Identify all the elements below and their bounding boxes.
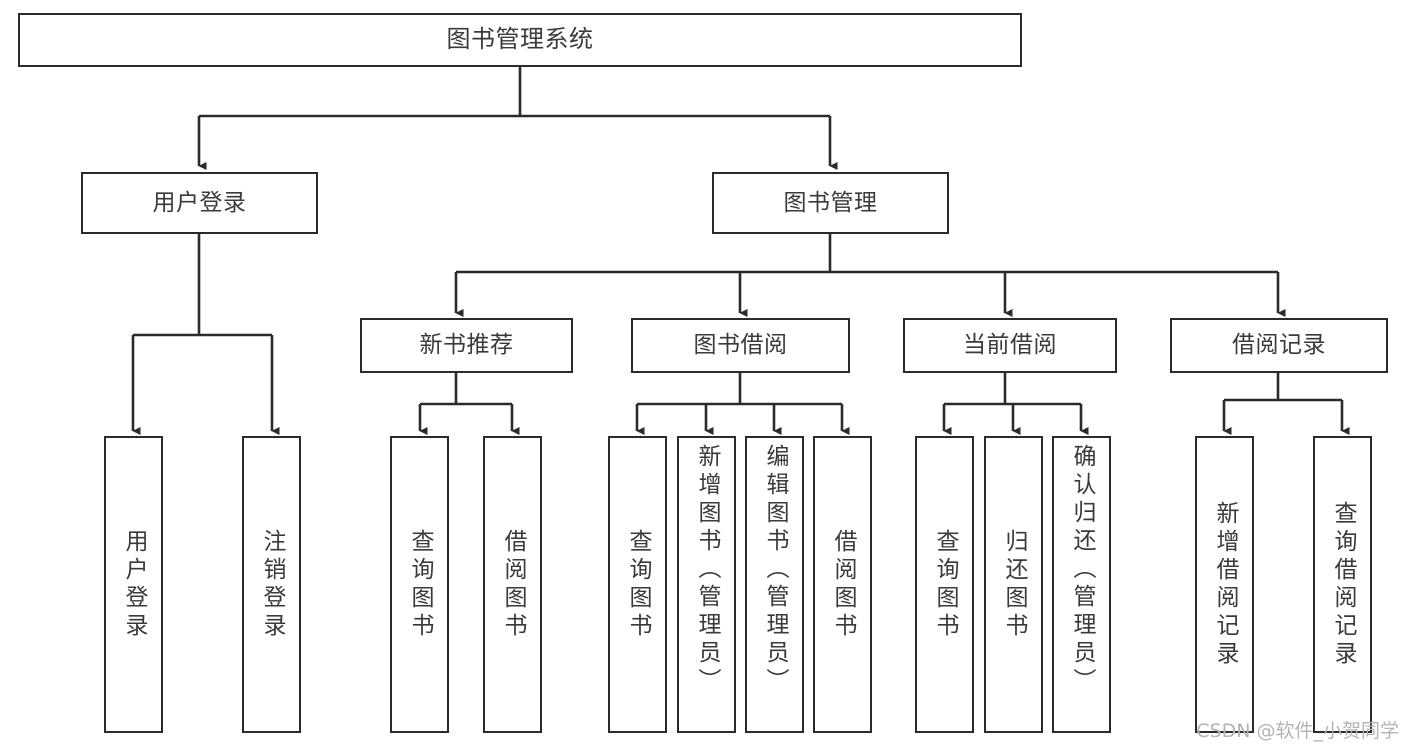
node-label: 借阅图书 [830,528,856,641]
node-label: 图书管理系统 [446,25,594,54]
node-label: 新增借阅记录 [1212,500,1238,669]
node-book-borrow[interactable]: 图书借阅 [631,318,850,373]
node-user-login[interactable]: 用户登录 [81,172,318,234]
node-book-management[interactable]: 图书管理 [712,172,949,234]
node-leaf-record-add-record[interactable]: 新增借阅记录 [1195,436,1254,733]
watermark: CSDN @软件_小贺同学 [1196,720,1399,742]
node-label: 借阅记录 [1232,332,1326,359]
node-label: 借阅图书 [500,528,526,641]
node-label: 查询图书 [625,528,651,641]
node-label: 新书推荐 [419,332,514,359]
node-label: 查询图书 [932,528,958,641]
node-label: 图书管理 [783,189,878,216]
node-label: 当前借阅 [963,332,1057,359]
node-label: 查询借阅记录 [1330,500,1356,669]
node-leaf-borrow-edit-book[interactable]: 编辑图书（管理员） [745,436,804,733]
node-new-book-recommend[interactable]: 新书推荐 [360,318,573,373]
node-leaf-record-query-record[interactable]: 查询借阅记录 [1313,436,1372,733]
node-label: 用户登录 [152,189,247,216]
node-label: 归还图书 [1001,528,1027,641]
node-leaf-current-return-book[interactable]: 归还图书 [984,436,1043,733]
node-label: 用户登录 [121,528,147,641]
node-label: 查询图书 [407,528,433,641]
node-leaf-borrow-borrow-book[interactable]: 借阅图书 [813,436,872,733]
node-leaf-logout[interactable]: 注销登录 [242,436,301,733]
node-borrow-record[interactable]: 借阅记录 [1170,318,1388,373]
node-label: 确认归还（管理员） [1069,444,1095,696]
node-leaf-user-login[interactable]: 用户登录 [104,436,163,733]
node-label: 注销登录 [259,528,285,641]
node-leaf-newbook-borrow-book[interactable]: 借阅图书 [483,436,542,733]
node-label: 新增图书（管理员） [694,444,720,696]
node-label: 编辑图书（管理员） [762,444,788,696]
node-leaf-current-confirm-return[interactable]: 确认归还（管理员） [1052,436,1111,733]
node-leaf-borrow-add-book[interactable]: 新增图书（管理员） [677,436,736,733]
node-leaf-current-query-book[interactable]: 查询图书 [915,436,974,733]
node-root-system[interactable]: 图书管理系统 [18,13,1022,67]
node-leaf-newbook-query-book[interactable]: 查询图书 [390,436,449,733]
node-leaf-borrow-query-book[interactable]: 查询图书 [608,436,667,733]
node-current-borrow[interactable]: 当前借阅 [903,318,1117,373]
node-label: 图书借阅 [693,332,788,359]
